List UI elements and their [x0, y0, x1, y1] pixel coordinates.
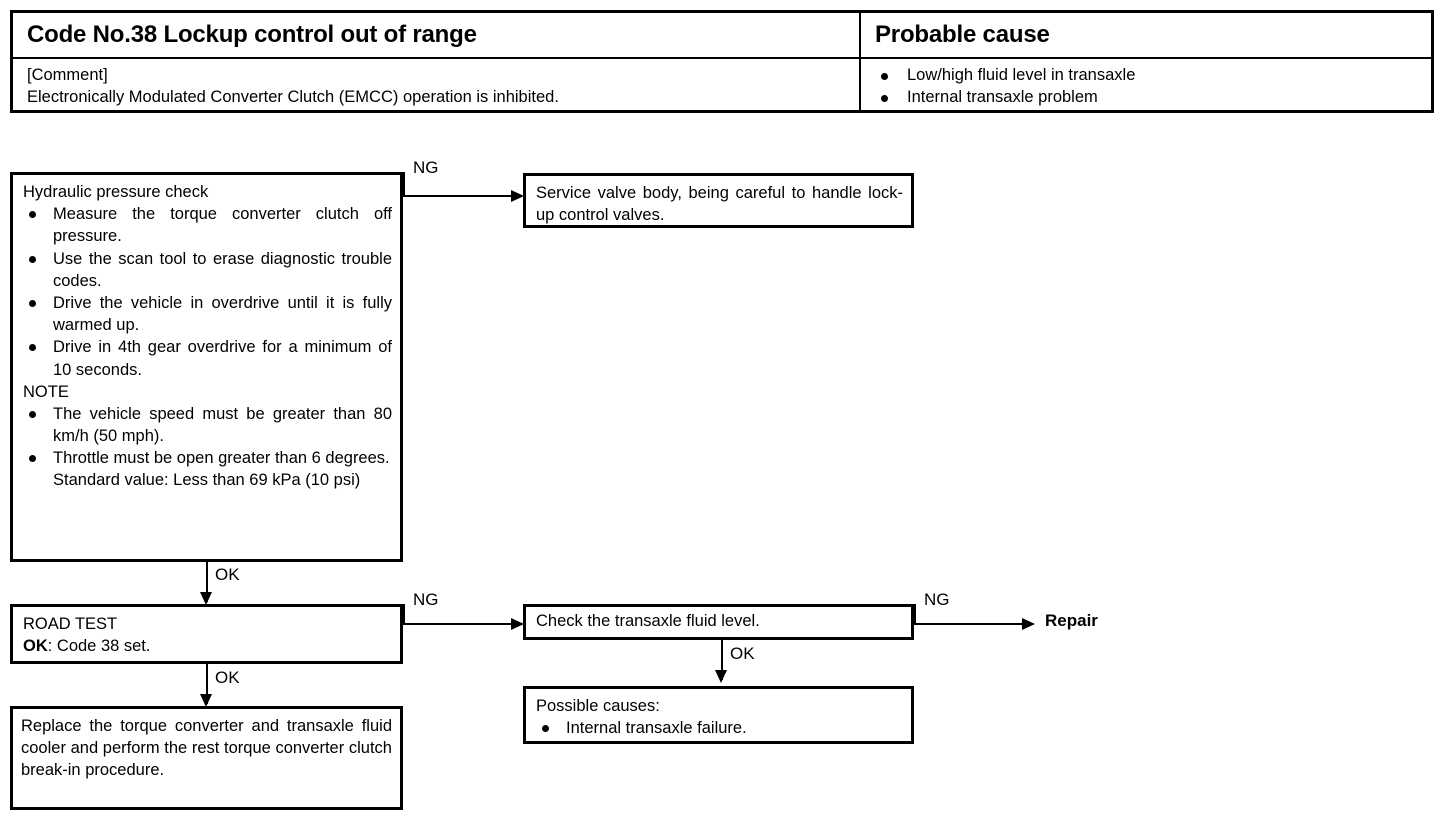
edge-hydraulic-ng-line [403, 195, 513, 197]
hydraulic-box-notes: The vehicle speed must be greater than 8… [23, 403, 392, 470]
list-item: Internal transaxle problem [875, 86, 1431, 108]
possible-causes-box: Possible causes: Internal transaxle fail… [523, 686, 914, 744]
road-test-box: ROAD TEST OK: Code 38 set. [10, 604, 403, 664]
terminal-repair-label: Repair [1045, 611, 1098, 630]
service-valve-body-box: Service valve body, being careful to han… [523, 173, 914, 228]
edge-label-hydraulic-ok: OK [215, 565, 240, 584]
header-body-row: [Comment] Electronically Modulated Conve… [13, 57, 1431, 113]
list-item: Measure the torque converter clutch off … [23, 203, 392, 247]
edge-label-checkfluid-ng: NG [924, 590, 950, 609]
edge-roadtest-ng-stem [403, 604, 405, 624]
possible-causes-list: Internal transaxle failure. [536, 717, 903, 739]
edge-label-roadtest-ok: OK [215, 668, 240, 687]
service-valve-body-text: Service valve body, being careful to han… [536, 184, 903, 225]
diagnostic-header-table: Code No.38 Lockup control out of range P… [10, 10, 1434, 113]
edge-roadtest-ng-line [403, 623, 513, 625]
check-transaxle-fluid-text: Check the transaxle fluid level. [536, 612, 760, 630]
probable-cause-title: Probable cause [875, 21, 1050, 49]
list-item: Use the scan tool to erase diagnostic tr… [23, 248, 392, 292]
list-item: Throttle must be open greater than 6 deg… [23, 447, 392, 469]
road-test-ok-label: OK [23, 637, 48, 656]
edge-roadtest-ok-line [206, 664, 208, 704]
hydraulic-pressure-check-box: Hydraulic pressure check Measure the tor… [10, 172, 403, 562]
replace-torque-converter-text: Replace the torque converter and transax… [21, 717, 392, 780]
list-item: Internal transaxle failure. [536, 717, 903, 739]
edge-hydraulic-ng-stem [403, 172, 405, 196]
edge-label-checkfluid-ok: OK [730, 644, 755, 663]
list-item: Drive the vehicle in overdrive until it … [23, 292, 392, 336]
hydraulic-box-standard-value: Standard value: Less than 69 kPa (10 psi… [53, 471, 361, 490]
hydraulic-box-title: Hydraulic pressure check [23, 183, 209, 201]
replace-torque-converter-box: Replace the torque converter and transax… [10, 706, 403, 810]
header-probable-cause-cell: Probable cause [861, 13, 1431, 57]
edge-hydraulic-ng-arrowhead [511, 190, 524, 202]
edge-roadtest-ng-arrowhead [511, 618, 524, 630]
possible-causes-title: Possible causes: [536, 697, 660, 715]
page-title: Code No.38 Lockup control out of range [27, 21, 477, 49]
edge-hydraulic-ok-arrowhead [200, 592, 212, 605]
header-code-cell: Code No.38 Lockup control out of range [13, 13, 861, 57]
road-test-result: OK: Code 38 set. [23, 635, 392, 657]
header-comment-cell: [Comment] Electronically Modulated Conve… [13, 59, 861, 113]
list-item: The vehicle speed must be greater than 8… [23, 403, 392, 447]
probable-cause-list: Low/high fluid level in transaxle Intern… [875, 64, 1431, 109]
edge-roadtest-ok-arrowhead [200, 694, 212, 707]
hydraulic-box-note-label: NOTE [23, 382, 69, 401]
edge-checkfluid-ng-arrowhead [1022, 618, 1035, 630]
edge-label-hydraulic-ng: NG [413, 158, 439, 177]
hydraulic-box-steps: Measure the torque converter clutch off … [23, 203, 392, 381]
list-item: Drive in 4th gear overdrive for a minimu… [23, 336, 392, 380]
road-test-title: ROAD TEST [23, 615, 118, 633]
comment-text: Electronically Modulated Converter Clutc… [27, 88, 559, 106]
road-test-ok-text: : Code 38 set. [47, 637, 151, 656]
edge-label-roadtest-ng: NG [413, 590, 439, 609]
edge-hydraulic-ok-line [206, 562, 208, 602]
edge-checkfluid-ng-line [914, 623, 1024, 625]
header-title-row: Code No.38 Lockup control out of range P… [13, 13, 1431, 57]
edge-checkfluid-ng-stem [914, 604, 916, 624]
list-item: Low/high fluid level in transaxle [875, 64, 1431, 86]
header-causes-cell: Low/high fluid level in transaxle Intern… [861, 59, 1431, 113]
edge-checkfluid-ok-arrowhead [715, 670, 727, 683]
check-transaxle-fluid-box: Check the transaxle fluid level. [523, 604, 914, 640]
edge-checkfluid-ok-line [721, 640, 723, 680]
comment-label: [Comment] [27, 65, 108, 84]
